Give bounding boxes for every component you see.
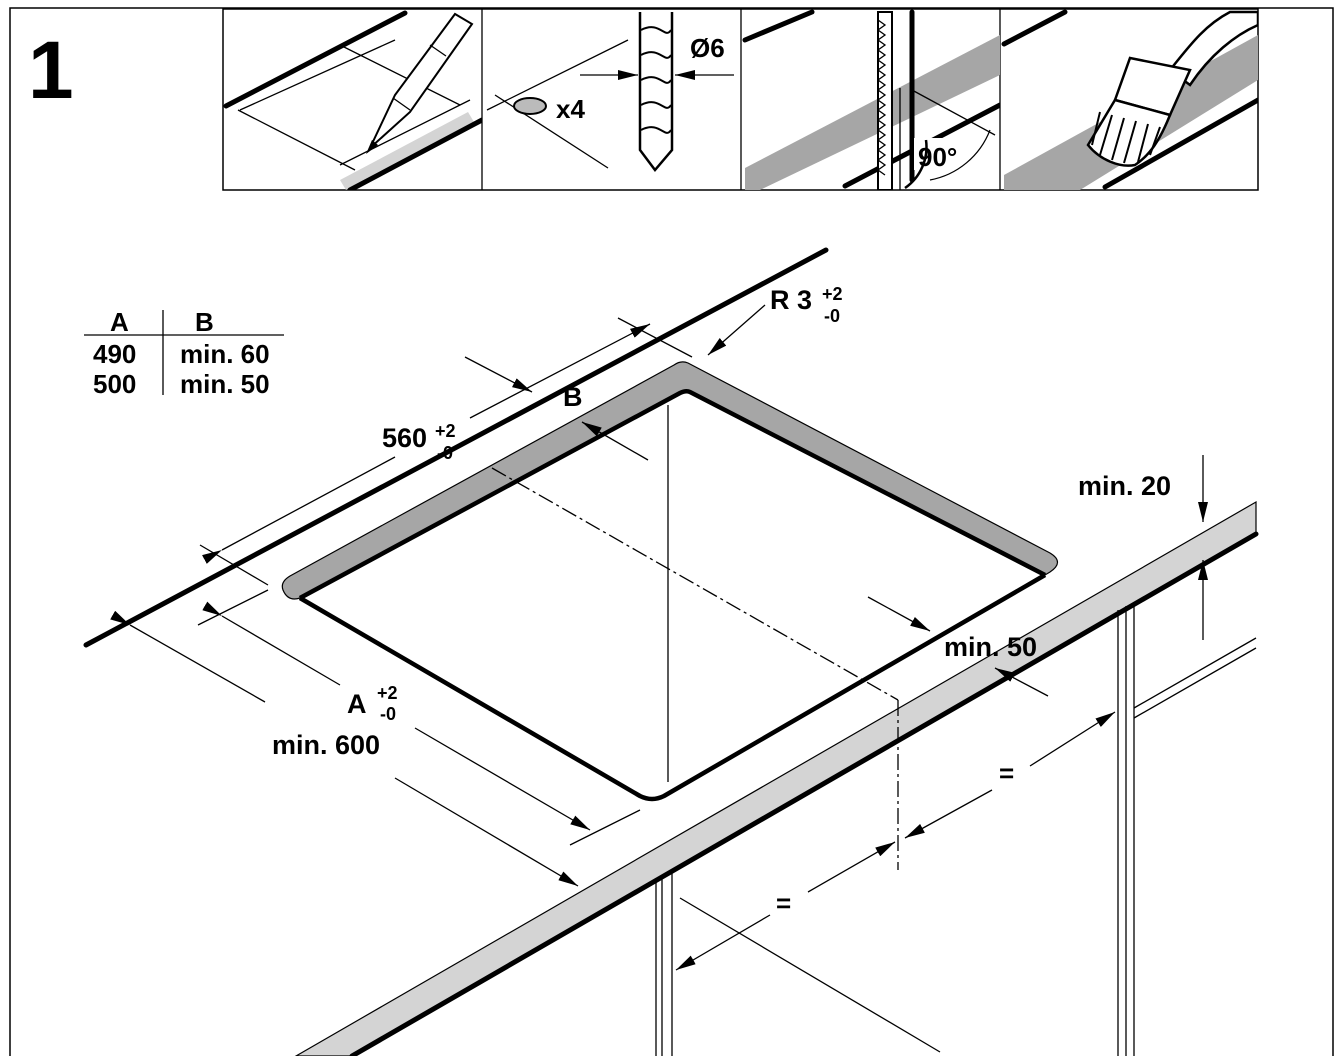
min-50-dimension: min. 50 bbox=[944, 632, 1037, 662]
depth-tol-plus: +2 bbox=[435, 421, 456, 441]
step-number: 1 bbox=[28, 25, 74, 116]
width-tol-plus: +2 bbox=[377, 683, 398, 703]
width-tol-minus: -0 bbox=[380, 704, 396, 724]
table-header-a: A bbox=[110, 307, 129, 337]
table-cell: min. 50 bbox=[180, 369, 270, 399]
depth-dimension: 560 bbox=[382, 423, 427, 453]
drill-bit-icon bbox=[638, 12, 674, 173]
screw-hole-icon bbox=[513, 97, 547, 115]
page-frame bbox=[9, 7, 1334, 1056]
panel-sawing: 90° bbox=[742, 9, 1000, 190]
min-20-dimension: min. 20 bbox=[1078, 471, 1171, 501]
width-dimension: A bbox=[347, 689, 367, 719]
table-header-b: B bbox=[195, 307, 214, 337]
min-600-dimension: min. 600 bbox=[272, 730, 380, 760]
centerline bbox=[491, 467, 899, 701]
pencil-icon bbox=[366, 12, 474, 154]
instruction-panels: x4 Ø6 90° bbox=[222, 8, 1259, 191]
cabinet-right-panel bbox=[1117, 602, 1257, 1056]
cutout bbox=[281, 361, 1059, 802]
cabinet-left-panel bbox=[655, 870, 941, 1056]
screw-count: x4 bbox=[556, 94, 585, 124]
table-cell: 490 bbox=[93, 339, 136, 369]
worktop-back-edge bbox=[83, 247, 829, 648]
dimension-table: A B 490 min. 60 500 min. 50 bbox=[84, 307, 284, 399]
table-cell: min. 60 bbox=[180, 339, 270, 369]
table-cell: 500 bbox=[93, 369, 136, 399]
b-dimension: B bbox=[563, 382, 583, 412]
equal-spacing-left: = bbox=[776, 888, 791, 918]
worktop-drawing: 560 +2 -0 B R 3 +2 -0 A +2 -0 min. 600 m… bbox=[83, 247, 1259, 1056]
panel-marking bbox=[223, 10, 482, 190]
drill-diameter: Ø6 bbox=[690, 33, 725, 63]
angle-label: 90° bbox=[918, 142, 957, 172]
panel-drilling: x4 Ø6 bbox=[486, 12, 734, 173]
brush-icon bbox=[1086, 10, 1258, 167]
radius-dimension: R 3 bbox=[770, 285, 812, 315]
worktop-front-edge bbox=[294, 500, 1257, 1056]
radius-tol-plus: +2 bbox=[822, 284, 843, 304]
panel-sealing bbox=[1001, 9, 1258, 190]
radius-tol-minus: -0 bbox=[824, 306, 840, 326]
jigsaw-blade-icon bbox=[876, 11, 893, 190]
equal-spacing-right: = bbox=[999, 758, 1014, 788]
depth-tol-minus: -0 bbox=[437, 443, 453, 463]
